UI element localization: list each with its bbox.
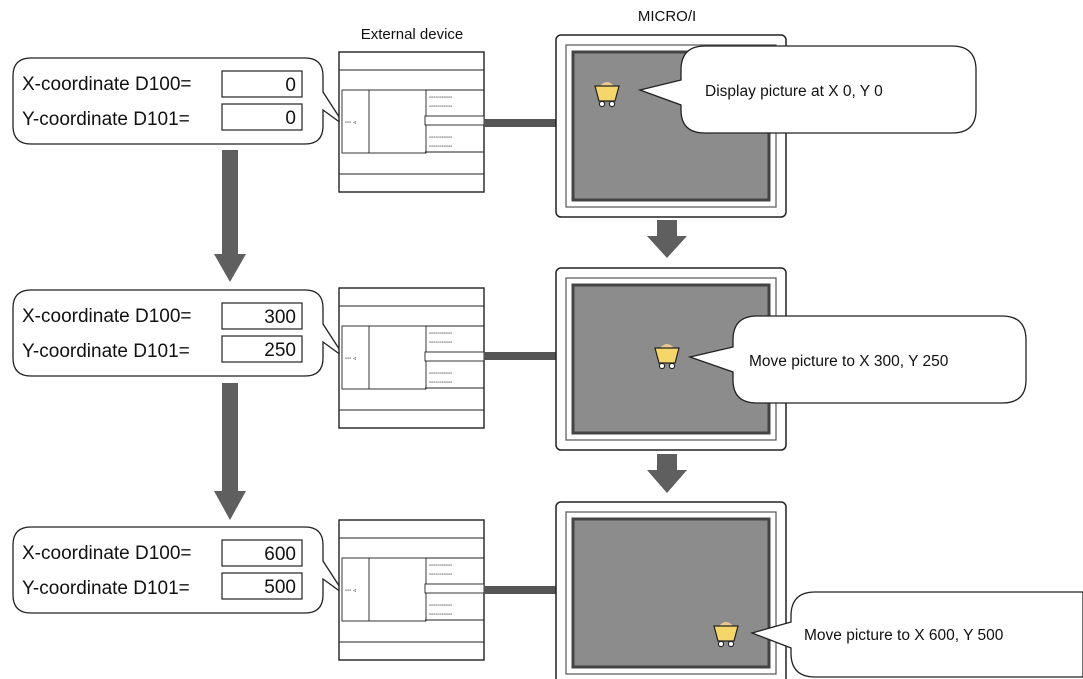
x-coordinate-label: X-coordinate D100= <box>22 543 192 564</box>
svg-text:▫▫▫▫▫▫▫▫▫▫▫: ▫▫▫▫▫▫▫▫▫▫▫ <box>429 371 452 377</box>
plc-device-icon: ▫▫▫▫▫▫▫▫▫▫▫ ▫▫▫▫▫▫▫▫▫▫▫ ▫▫▫▫▫▫▫▫▫▫▫ ▫▫▫▫… <box>338 287 485 429</box>
svg-text:▫▫▫ ◃: ▫▫▫ ◃ <box>345 356 356 362</box>
svg-text:▫▫▫▫▫▫▫▫▫▫▫: ▫▫▫▫▫▫▫▫▫▫▫ <box>429 144 452 150</box>
y-coordinate-label: Y-coordinate D101= <box>22 109 190 130</box>
svg-text:▫▫▫▫▫▫▫▫▫▫▫: ▫▫▫▫▫▫▫▫▫▫▫ <box>429 104 452 110</box>
x-value: 0 <box>285 75 296 96</box>
y-coordinate-label: Y-coordinate D101= <box>22 341 190 362</box>
external-device-header: External device <box>361 26 464 43</box>
y-value-box <box>221 335 303 363</box>
hmi-panel-icon <box>555 501 787 679</box>
x-value: 600 <box>264 544 296 565</box>
x-value: 300 <box>264 307 296 328</box>
callout-text: Display picture at X 0, Y 0 <box>705 83 883 100</box>
x-coordinate-label: X-coordinate D100= <box>22 306 192 327</box>
x-value-box <box>221 302 303 330</box>
x-coordinate-label: X-coordinate D100= <box>22 74 192 95</box>
mine-cart-icon <box>713 622 739 648</box>
down-arrow-icon <box>647 454 687 493</box>
x-value-box <box>221 539 303 567</box>
speech-callout <box>749 591 1083 678</box>
svg-text:▫▫▫▫▫▫▫▫▫▫▫: ▫▫▫▫▫▫▫▫▫▫▫ <box>429 340 452 346</box>
step-2: X-coordinate D100= Y-coordinate D101= 30… <box>12 267 1027 451</box>
svg-text:▫▫▫▫▫▫▫▫▫▫▫: ▫▫▫▫▫▫▫▫▫▫▫ <box>429 95 452 101</box>
y-coordinate-label: Y-coordinate D101= <box>22 578 190 599</box>
step-1: X-coordinate D100= Y-coordinate D101= 0 … <box>12 34 977 218</box>
down-arrow-icon <box>647 220 687 258</box>
callout-text: Move picture to X 300, Y 250 <box>749 353 949 370</box>
down-arrow-icon <box>214 383 246 520</box>
plc-device-icon: ▫▫▫▫▫▫▫▫▫▫▫ ▫▫▫▫▫▫▫▫▫▫▫ ▫▫▫▫▫▫▫▫▫▫▫ ▫▫▫▫… <box>338 51 485 193</box>
y-value: 0 <box>285 108 296 129</box>
svg-text:▫▫▫ ◃: ▫▫▫ ◃ <box>345 588 356 594</box>
mine-cart-icon <box>654 344 680 370</box>
cable <box>484 119 556 127</box>
svg-text:▫▫▫▫▫▫▫▫▫▫▫: ▫▫▫▫▫▫▫▫▫▫▫ <box>429 380 452 386</box>
svg-text:▫▫▫▫▫▫▫▫▫▫▫: ▫▫▫▫▫▫▫▫▫▫▫ <box>429 603 452 609</box>
y-value: 250 <box>264 340 296 361</box>
svg-text:▫▫▫▫▫▫▫▫▫▫▫: ▫▫▫▫▫▫▫▫▫▫▫ <box>429 612 452 618</box>
svg-text:▫▫▫ ◃: ▫▫▫ ◃ <box>345 120 356 126</box>
plc-device-icon: ▫▫▫▫▫▫▫▫▫▫▫ ▫▫▫▫▫▫▫▫▫▫▫ ▫▫▫▫▫▫▫▫▫▫▫ ▫▫▫▫… <box>338 519 485 661</box>
svg-text:▫▫▫▫▫▫▫▫▫▫▫: ▫▫▫▫▫▫▫▫▫▫▫ <box>429 135 452 141</box>
y-value-box <box>221 103 303 131</box>
x-value-box <box>221 70 303 98</box>
mine-cart-icon <box>594 82 620 108</box>
micro-i-header: MICRO/I <box>638 8 696 25</box>
y-value-box <box>221 572 303 600</box>
speech-callout <box>687 315 1027 404</box>
callout-text: Move picture to X 600, Y 500 <box>804 627 1004 644</box>
y-value: 500 <box>264 577 296 598</box>
cable <box>484 352 556 360</box>
step-3: X-coordinate D100= Y-coordinate D101= 60… <box>12 501 1083 679</box>
cable <box>484 586 556 594</box>
down-arrow-icon <box>214 150 246 282</box>
svg-text:▫▫▫▫▫▫▫▫▫▫▫: ▫▫▫▫▫▫▫▫▫▫▫ <box>429 563 452 569</box>
svg-text:▫▫▫▫▫▫▫▫▫▫▫: ▫▫▫▫▫▫▫▫▫▫▫ <box>429 331 452 337</box>
speech-callout <box>637 45 977 134</box>
svg-text:▫▫▫▫▫▫▫▫▫▫▫: ▫▫▫▫▫▫▫▫▫▫▫ <box>429 572 452 578</box>
